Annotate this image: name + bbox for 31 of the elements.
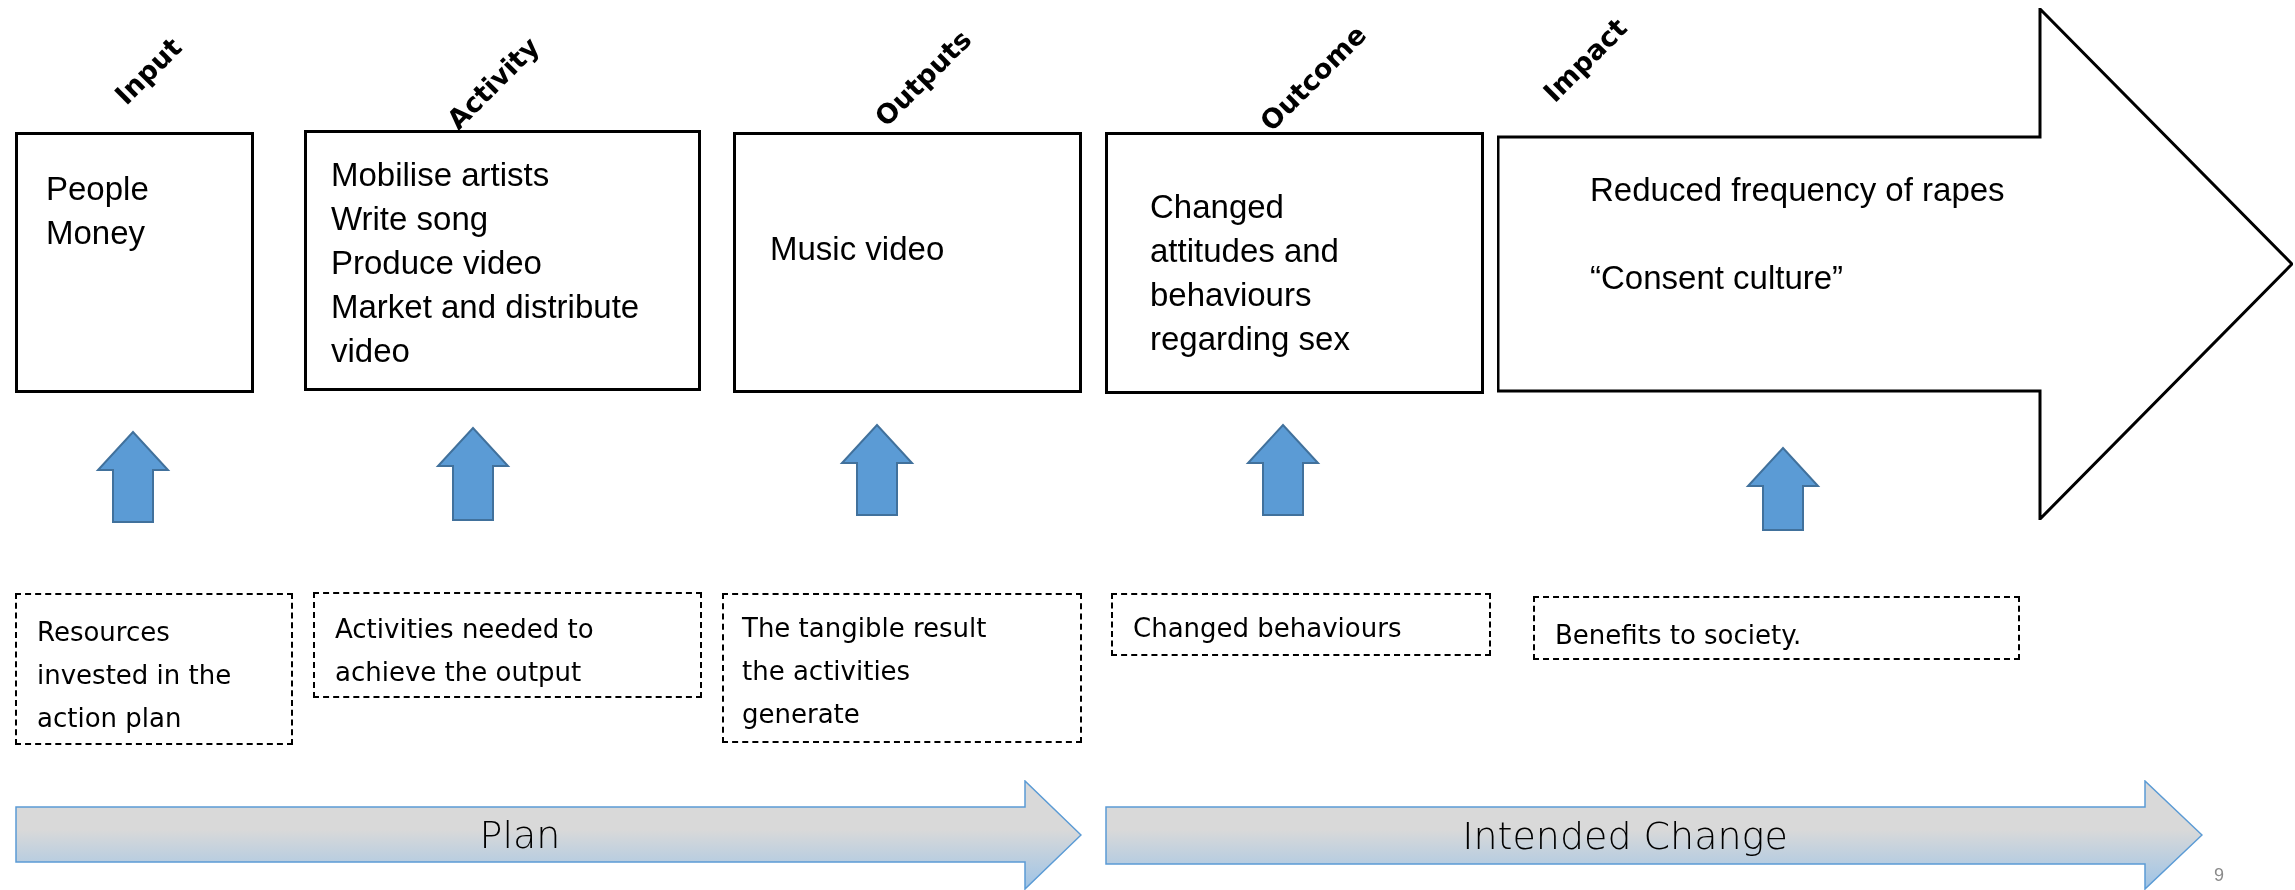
description-text: Activities needed to achieve the output [335,613,595,689]
impact-text: “Consent culture” [1590,258,1845,298]
block-arrow [435,426,511,521]
description-box [313,592,702,698]
block-arrow [839,423,915,516]
description-box [1533,596,2020,660]
impact-arrow [1497,8,2293,520]
phase-label: Plan [479,815,561,854]
description-text: Resources invested in the action plan [37,616,233,735]
block-arrow [95,430,171,523]
description-box [722,593,1082,743]
description-text: Changed behaviours [1133,612,1403,645]
stage-text: Changed attitudes and behaviours regarding sex [1150,187,1351,359]
description-box [15,593,293,745]
stage-text: People [46,169,150,209]
block-arrow [1245,423,1321,516]
impact-text: Reduced frequency of rapes [1590,170,2005,210]
phase-banner [15,780,1082,890]
stage-text: Mobilise artists [331,155,551,195]
page-number: 9 [2214,866,2224,884]
stage-text: Write song [331,199,490,239]
phase-label: Intended Change [1462,816,1788,855]
description-box [1111,593,1491,656]
description-text: Benefits to society. [1555,619,1803,652]
stage-text: Produce video [331,243,543,283]
phase-banner [1105,780,2203,890]
block-arrow [1745,446,1821,531]
stage-text: Money [46,213,147,253]
stage-text: Music video [770,229,946,269]
stage-text: Market and distribute video [331,287,641,371]
description-text: The tangible result the activities generate [742,612,988,731]
